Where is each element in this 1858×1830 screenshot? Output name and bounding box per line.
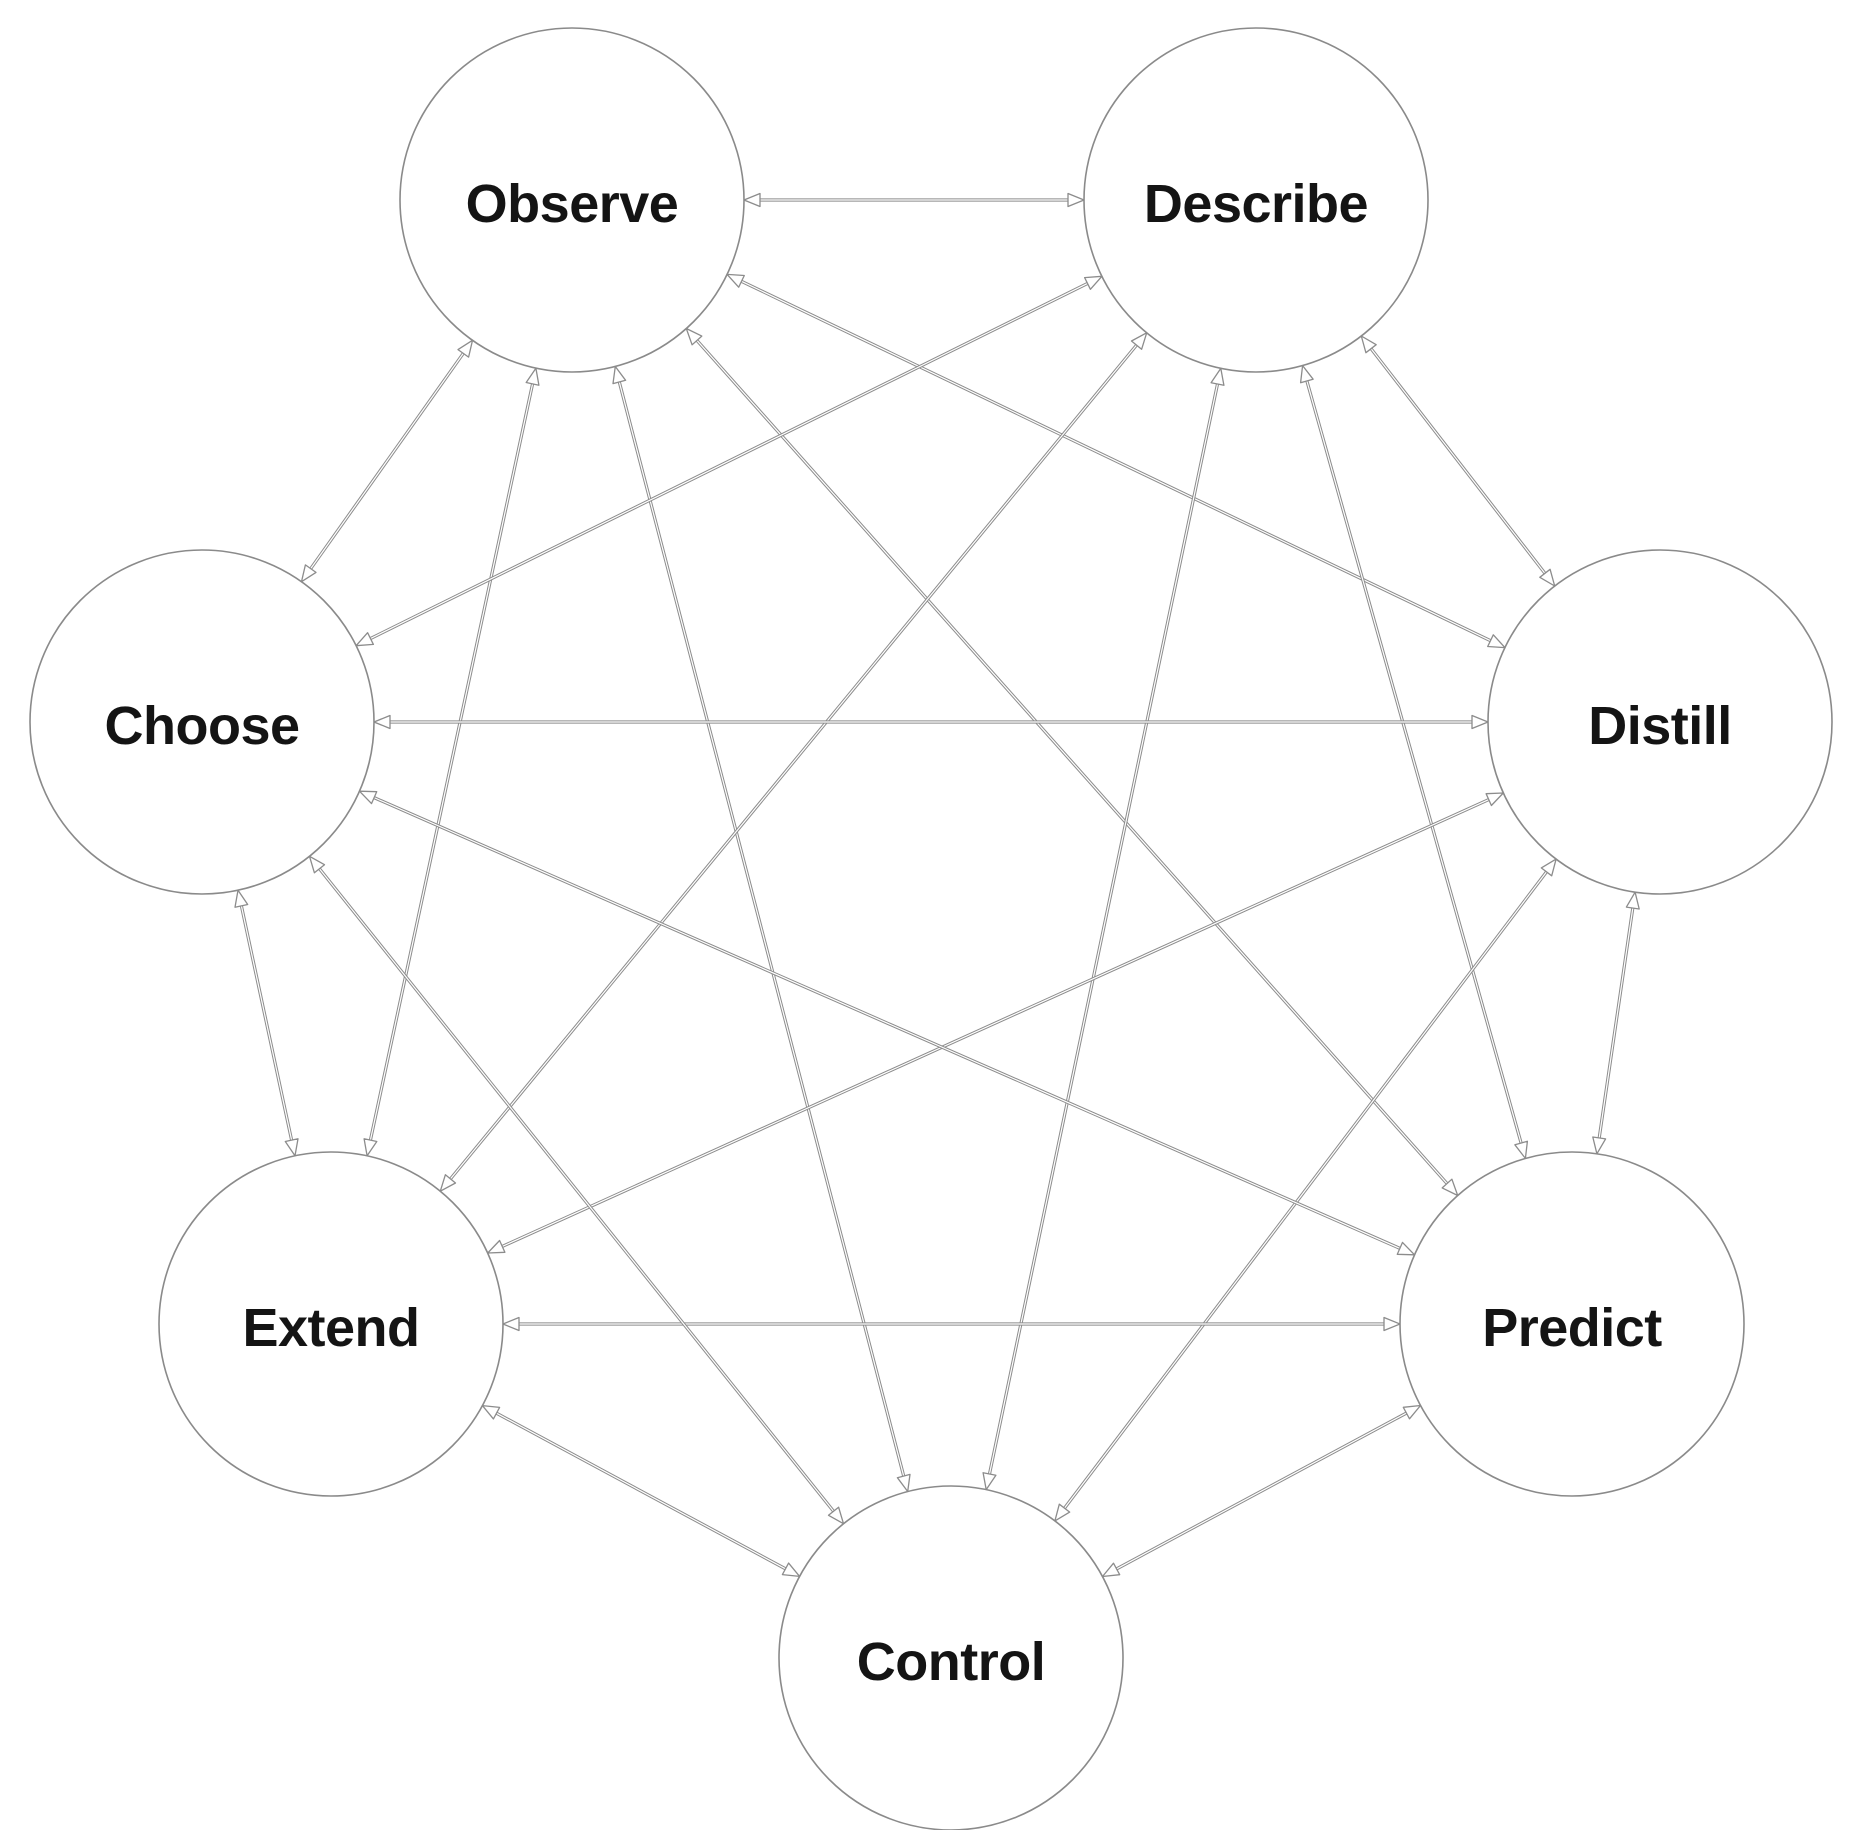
node-predict: Predict: [1399, 1151, 1745, 1497]
edge-control-extend-arrowhead-extend: [481, 1404, 501, 1420]
node-control: Control: [778, 1485, 1124, 1830]
edge-distill-extend-arrowhead-distill: [1485, 792, 1504, 807]
edge-predict-choose-arrowhead-predict: [1396, 1241, 1416, 1256]
node-control-circle: [778, 1485, 1124, 1830]
edge-observe-choose-arrowhead-observe: [457, 339, 474, 358]
edge-predict-choose: [358, 790, 1416, 1256]
edge-distill-predict-arrowhead-distill: [1625, 891, 1640, 910]
edge-distill-control-arrowhead-control: [1054, 1503, 1071, 1522]
edge-describe-choose-arrowhead-describe: [1083, 275, 1103, 290]
node-distill: Distill: [1487, 549, 1833, 895]
edge-predict-control-arrowhead-control: [1101, 1562, 1121, 1578]
edge-describe-predict: [1299, 364, 1529, 1160]
edge-observe-distill-arrowhead-distill: [1487, 634, 1506, 649]
node-choose: Choose: [29, 549, 375, 895]
edge-describe-extend-arrowhead-describe: [1130, 332, 1148, 350]
edge-control-choose-arrowhead-control: [827, 1506, 845, 1525]
node-predict-circle: [1399, 1151, 1745, 1497]
node-observe-label: Observe: [466, 174, 679, 234]
edge-observe-extend: [363, 367, 540, 1157]
node-extend-label: Extend: [242, 1298, 419, 1358]
edge-observe-describe-arrowhead-describe: [1067, 192, 1085, 208]
node-choose-label: Choose: [104, 696, 299, 756]
node-extend: Extend: [158, 1151, 504, 1497]
edge-observe-control-arrowhead-observe: [612, 365, 627, 385]
edge-describe-choose-arrowhead-choose: [355, 632, 375, 647]
node-choose-circle: [29, 549, 375, 895]
node-control-label: Control: [857, 1632, 1045, 1692]
edge-control-choose-arrowhead-choose: [308, 855, 326, 874]
edge-observe-describe-arrowhead-observe: [743, 192, 761, 208]
nodes-layer: Observe Describe Distill Predict Control…: [29, 27, 1833, 1830]
edge-control-extend: [481, 1404, 801, 1578]
edge-describe-predict-arrowhead-describe: [1299, 364, 1314, 384]
edge-describe-choose: [355, 275, 1103, 647]
edge-describe-distill-arrowhead-describe: [1360, 335, 1377, 354]
edge-observe-distill-arrowhead-observe: [726, 273, 745, 288]
edge-predict-control: [1101, 1404, 1422, 1578]
edge-describe-extend-arrowhead-extend: [439, 1174, 457, 1192]
edge-observe-choose-arrowhead-choose: [300, 564, 317, 583]
edges-layer: [234, 192, 1640, 1578]
edge-describe-control-arrowhead-describe: [1210, 367, 1225, 386]
edge-observe-choose: [300, 339, 474, 583]
edge-observe-control-arrowhead-control: [896, 1473, 911, 1493]
edge-observe-distill: [726, 273, 1506, 649]
edge-distill-choose-arrowhead-choose: [373, 714, 391, 730]
node-distill-label: Distill: [1588, 696, 1732, 756]
edge-distill-predict: [1592, 891, 1640, 1155]
edge-predict-extend-arrowhead-extend: [502, 1316, 520, 1332]
edge-extend-choose-arrowhead-choose: [234, 889, 249, 908]
node-predict-label: Predict: [1482, 1298, 1662, 1358]
edge-describe-extend: [439, 332, 1148, 1192]
node-extend-circle: [158, 1151, 504, 1497]
edge-distill-control: [1054, 858, 1557, 1522]
edge-observe-extend-arrowhead-extend: [363, 1138, 378, 1157]
edge-describe-distill: [1360, 335, 1556, 587]
node-observe-circle: [399, 27, 745, 373]
edge-distill-predict-arrowhead-predict: [1592, 1136, 1607, 1155]
edge-observe-describe: [743, 192, 1085, 208]
node-describe: Describe: [1083, 27, 1429, 373]
edge-control-choose: [308, 855, 845, 1525]
edge-predict-choose-arrowhead-choose: [358, 790, 378, 805]
edge-distill-extend-arrowhead-extend: [487, 1239, 506, 1254]
edge-extend-choose-arrowhead-extend: [284, 1138, 299, 1157]
node-distill-circle: [1487, 549, 1833, 895]
edge-observe-predict-arrowhead-observe: [685, 327, 703, 346]
edge-describe-control-arrowhead-control: [982, 1472, 997, 1491]
edge-predict-extend-arrowhead-predict: [1383, 1316, 1401, 1332]
edge-extend-choose: [234, 889, 299, 1157]
edge-describe-predict-arrowhead-predict: [1514, 1140, 1529, 1160]
edge-predict-control-arrowhead-predict: [1402, 1404, 1422, 1420]
edge-distill-extend: [487, 792, 1504, 1254]
edge-observe-extend-arrowhead-observe: [525, 367, 540, 386]
edge-observe-predict-arrowhead-predict: [1441, 1178, 1459, 1197]
node-describe-label: Describe: [1144, 174, 1368, 234]
node-describe-circle: [1083, 27, 1429, 373]
edge-distill-choose-arrowhead-distill: [1471, 714, 1489, 730]
edge-distill-choose: [373, 714, 1489, 730]
edge-distill-control-arrowhead-distill: [1540, 858, 1557, 877]
edge-control-extend-arrowhead-control: [781, 1562, 801, 1578]
edge-describe-control: [982, 367, 1225, 1491]
edge-observe-control: [612, 365, 911, 1493]
edge-predict-extend: [502, 1316, 1401, 1332]
edge-describe-distill-arrowhead-distill: [1539, 568, 1556, 587]
edge-observe-predict: [685, 327, 1459, 1197]
node-observe: Observe: [399, 27, 745, 373]
